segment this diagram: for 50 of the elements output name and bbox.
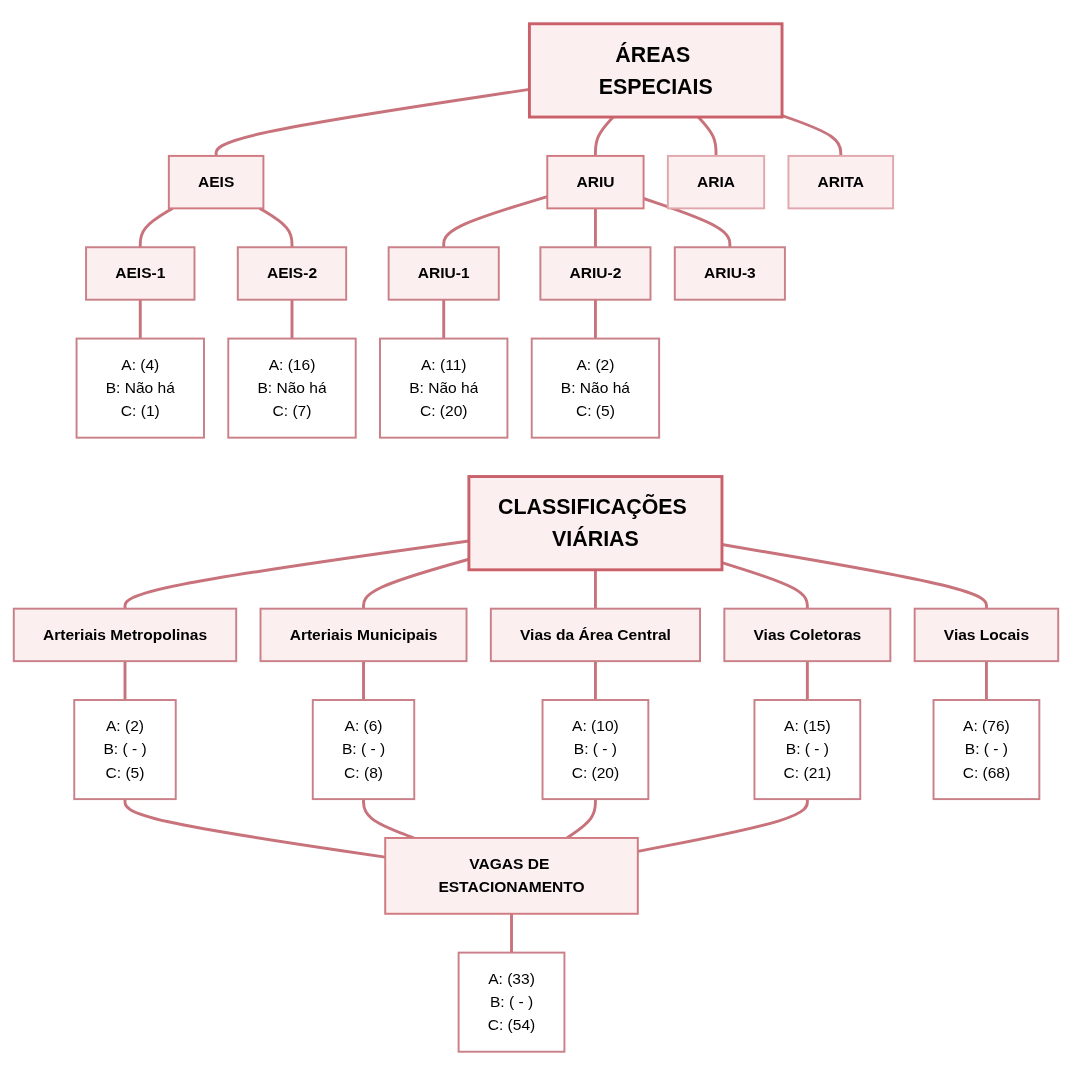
- node-box: ARIU-3: [673, 246, 786, 301]
- connector: [290, 299, 294, 339]
- connector: [637, 798, 809, 853]
- node-box: A: (76) B: ( - ) C: (68): [932, 698, 1041, 800]
- connector: [593, 660, 597, 700]
- connector: [442, 195, 548, 247]
- node-box: Arteriais Metropolinas: [12, 607, 238, 662]
- node-box: A: (15) B: ( - ) C: (21): [753, 698, 862, 800]
- connector: [593, 208, 597, 247]
- connector: [138, 299, 142, 339]
- node-box: CLASSIFICAÇÕES VIÁRIAS: [467, 474, 724, 571]
- connector: [123, 798, 386, 859]
- connector: [593, 299, 597, 339]
- connector: [510, 913, 513, 953]
- node-box: VAGAS DE ESTACIONAMENTO: [384, 836, 639, 915]
- connector: [721, 561, 809, 609]
- node-box: A: (6) B: ( - ) C: (8): [311, 698, 416, 800]
- node-box: A: (33) B: ( - ) C: (54): [457, 951, 566, 1053]
- connector: [721, 542, 988, 609]
- node-box: ÁREAS ESPECIAIS: [527, 22, 784, 119]
- node-box: Vias Locais: [913, 607, 1060, 662]
- node-box: A: (10) B: ( - ) C: (20): [541, 698, 650, 800]
- connector: [362, 660, 365, 700]
- connector: [442, 299, 446, 339]
- connector: [781, 113, 843, 156]
- connector: [123, 660, 127, 700]
- connector: [985, 660, 988, 700]
- node-box: AEIS-2: [236, 246, 348, 301]
- node-box: A: (2) B: Não há C: (5): [530, 337, 661, 439]
- node-box: ARITA: [787, 154, 895, 210]
- connector: [258, 206, 294, 247]
- node-box: A: (16) B: Não há C: (7): [227, 337, 357, 439]
- connector: [805, 660, 809, 700]
- node-box: ARIA: [666, 154, 766, 210]
- node-box: ARIU-2: [539, 246, 652, 301]
- node-box: A: (11) B: Não há C: (20): [379, 337, 509, 439]
- node-box: ARIU-1: [387, 246, 500, 301]
- node-box: AEIS-1: [85, 246, 196, 301]
- node-box: AEIS: [167, 154, 265, 210]
- connector: [566, 798, 597, 839]
- node-box: Arteriais Municipais: [259, 607, 468, 662]
- node-box: Vias Coletoras: [723, 607, 892, 662]
- connector: [138, 206, 174, 247]
- connector: [593, 569, 597, 609]
- connector: [643, 196, 732, 247]
- node-box: A: (4) B: Não há C: (1): [75, 337, 205, 439]
- connector: [214, 87, 530, 156]
- node-box: A: (2) B: ( - ) C: (5): [73, 698, 177, 800]
- node-box: ARIU: [546, 154, 645, 210]
- node-box: Vias da Área Central: [489, 607, 701, 662]
